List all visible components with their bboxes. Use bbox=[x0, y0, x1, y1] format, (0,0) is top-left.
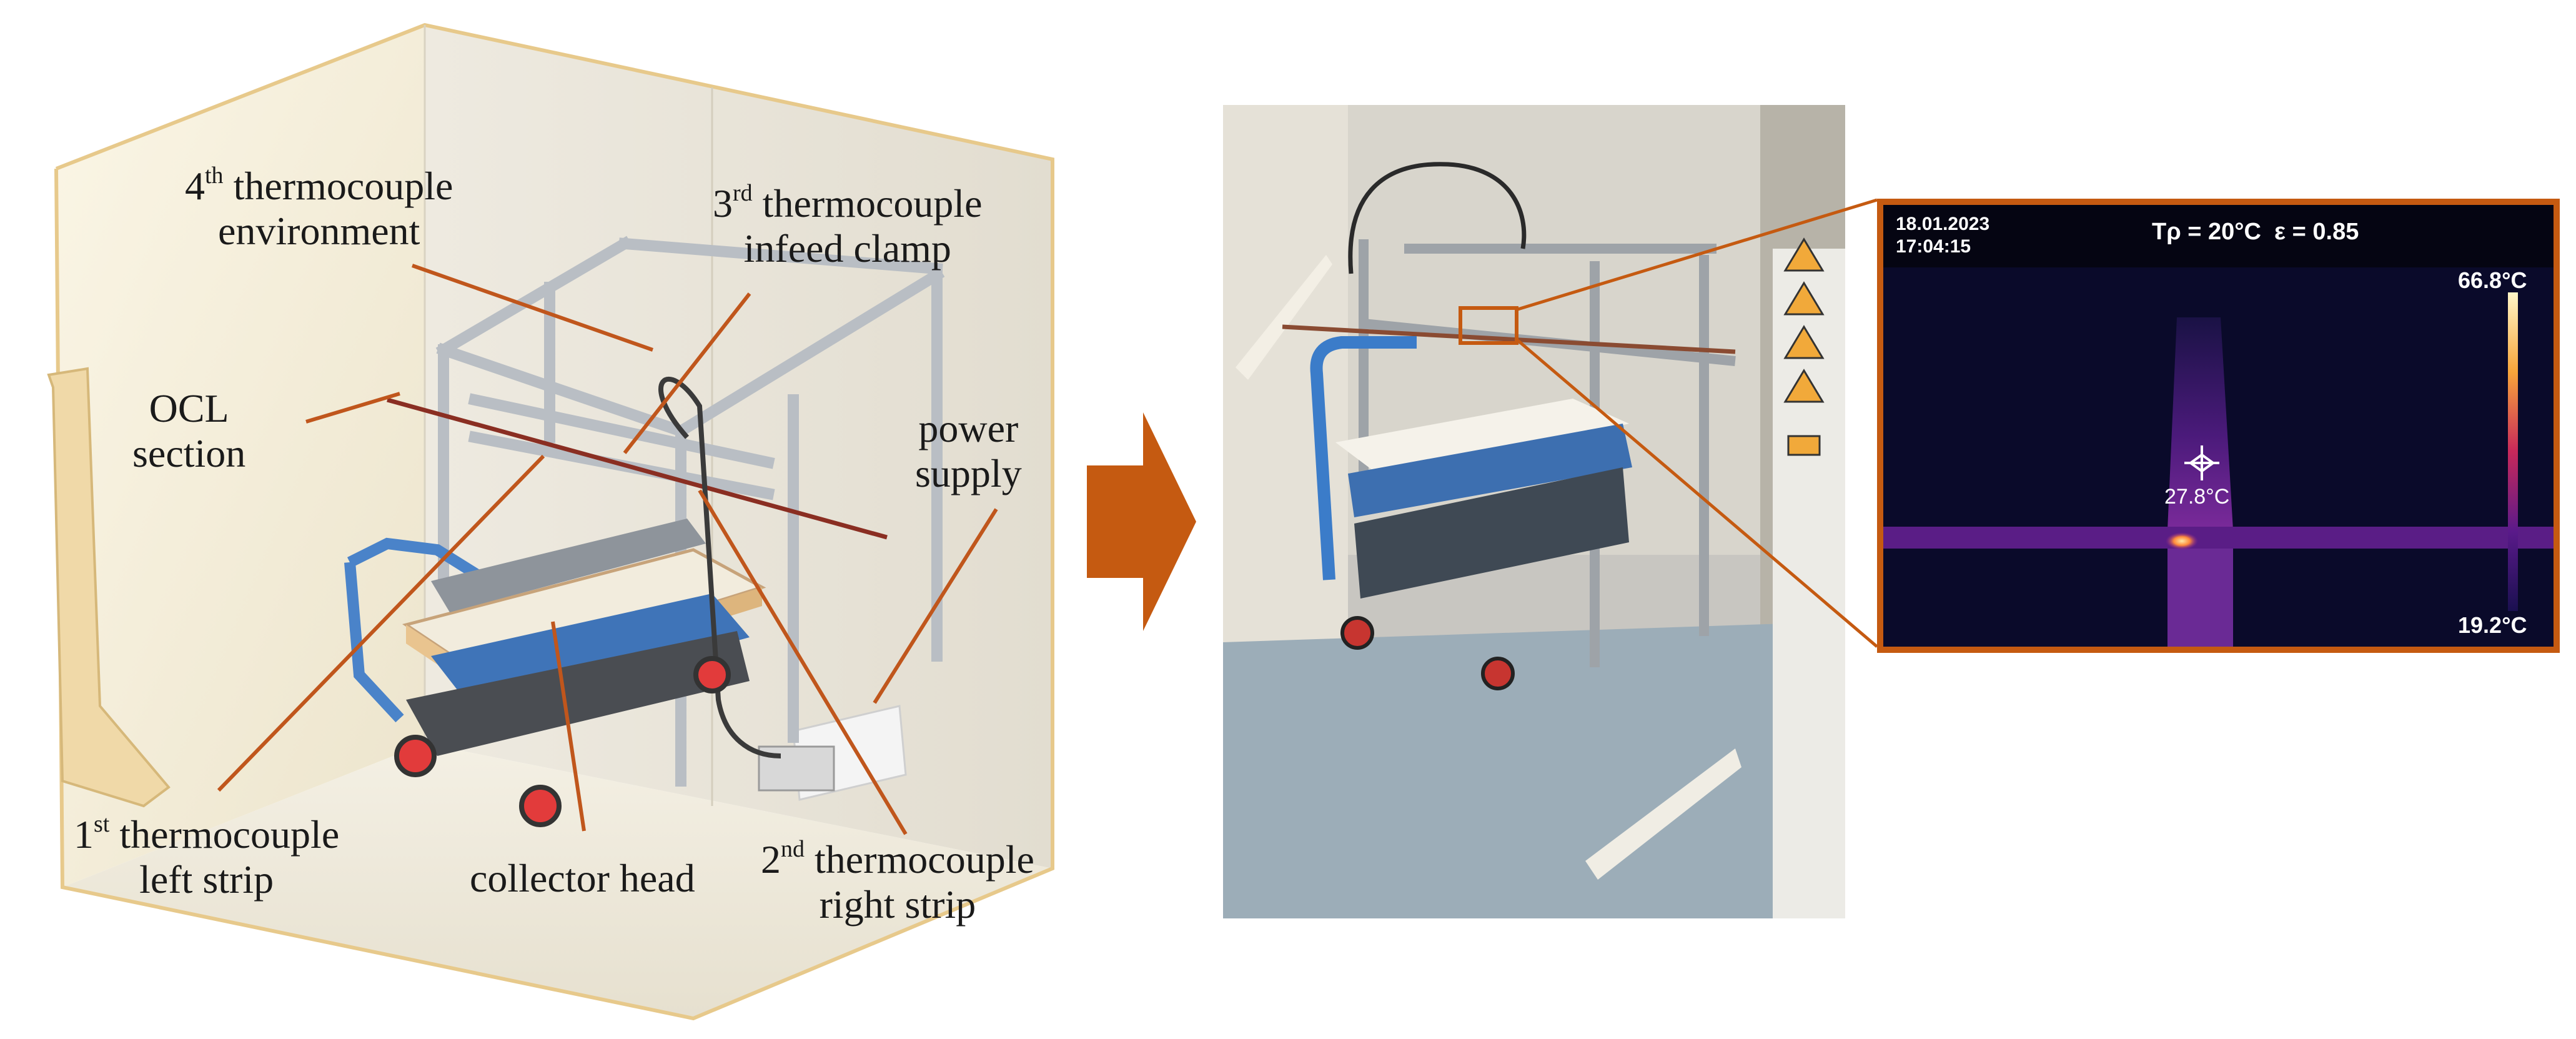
thermal-date: 18.01.2023 bbox=[1896, 214, 1990, 234]
thermal-time: 17:04:15 bbox=[1896, 236, 1971, 257]
wheels bbox=[394, 656, 731, 827]
right-arrow-icon bbox=[1087, 412, 1196, 631]
label-1st-thermocouple: 1st thermocouple left strip bbox=[74, 811, 340, 902]
photo-partition bbox=[1773, 249, 1845, 918]
thermal-image: 18.01.2023 17:04:15 Tρ = 20°C ε = 0.85 6… bbox=[1877, 199, 2560, 653]
scale-max-label: 66.8°C bbox=[2458, 267, 2527, 293]
label-2nd-thermocouple: 2nd thermocouple right strip bbox=[761, 836, 1034, 927]
label-4th-thermocouple: 4th thermocouple environment bbox=[185, 162, 453, 253]
photo-left-wall bbox=[1223, 105, 1348, 667]
hot-spot bbox=[2166, 532, 2198, 550]
zoom-connector-lines bbox=[1517, 198, 1878, 648]
ocl-section-bar bbox=[387, 397, 888, 540]
cad-rendering bbox=[47, 22, 1054, 1021]
crosshair-icon bbox=[2184, 445, 2219, 480]
ocl-section-heat bbox=[1883, 527, 2554, 549]
collector-rig bbox=[431, 519, 706, 612]
spot-temperature-label: 27.8°C bbox=[2164, 485, 2230, 509]
color-scale bbox=[2508, 292, 2518, 611]
thermal-parameters: Tρ = 20°C ε = 0.85 bbox=[2152, 219, 2359, 245]
wooden-support bbox=[47, 367, 171, 808]
thermal-visual bbox=[1883, 205, 2554, 647]
scale-min-label: 19.2°C bbox=[2458, 612, 2527, 638]
warning-triangle-icon bbox=[1783, 237, 1825, 456]
photo-floor bbox=[1223, 624, 1845, 918]
measurement-spot-highlight bbox=[1459, 306, 1518, 345]
contact-strip-heat bbox=[2167, 317, 2233, 530]
label-3rd-thermocouple: 3rd thermocouple infeed clamp bbox=[713, 180, 983, 271]
label-collector-head: collector head bbox=[470, 856, 695, 900]
blue-bracket bbox=[347, 537, 490, 586]
enclosure-floor bbox=[62, 743, 1053, 1018]
leader-lines bbox=[217, 264, 998, 835]
